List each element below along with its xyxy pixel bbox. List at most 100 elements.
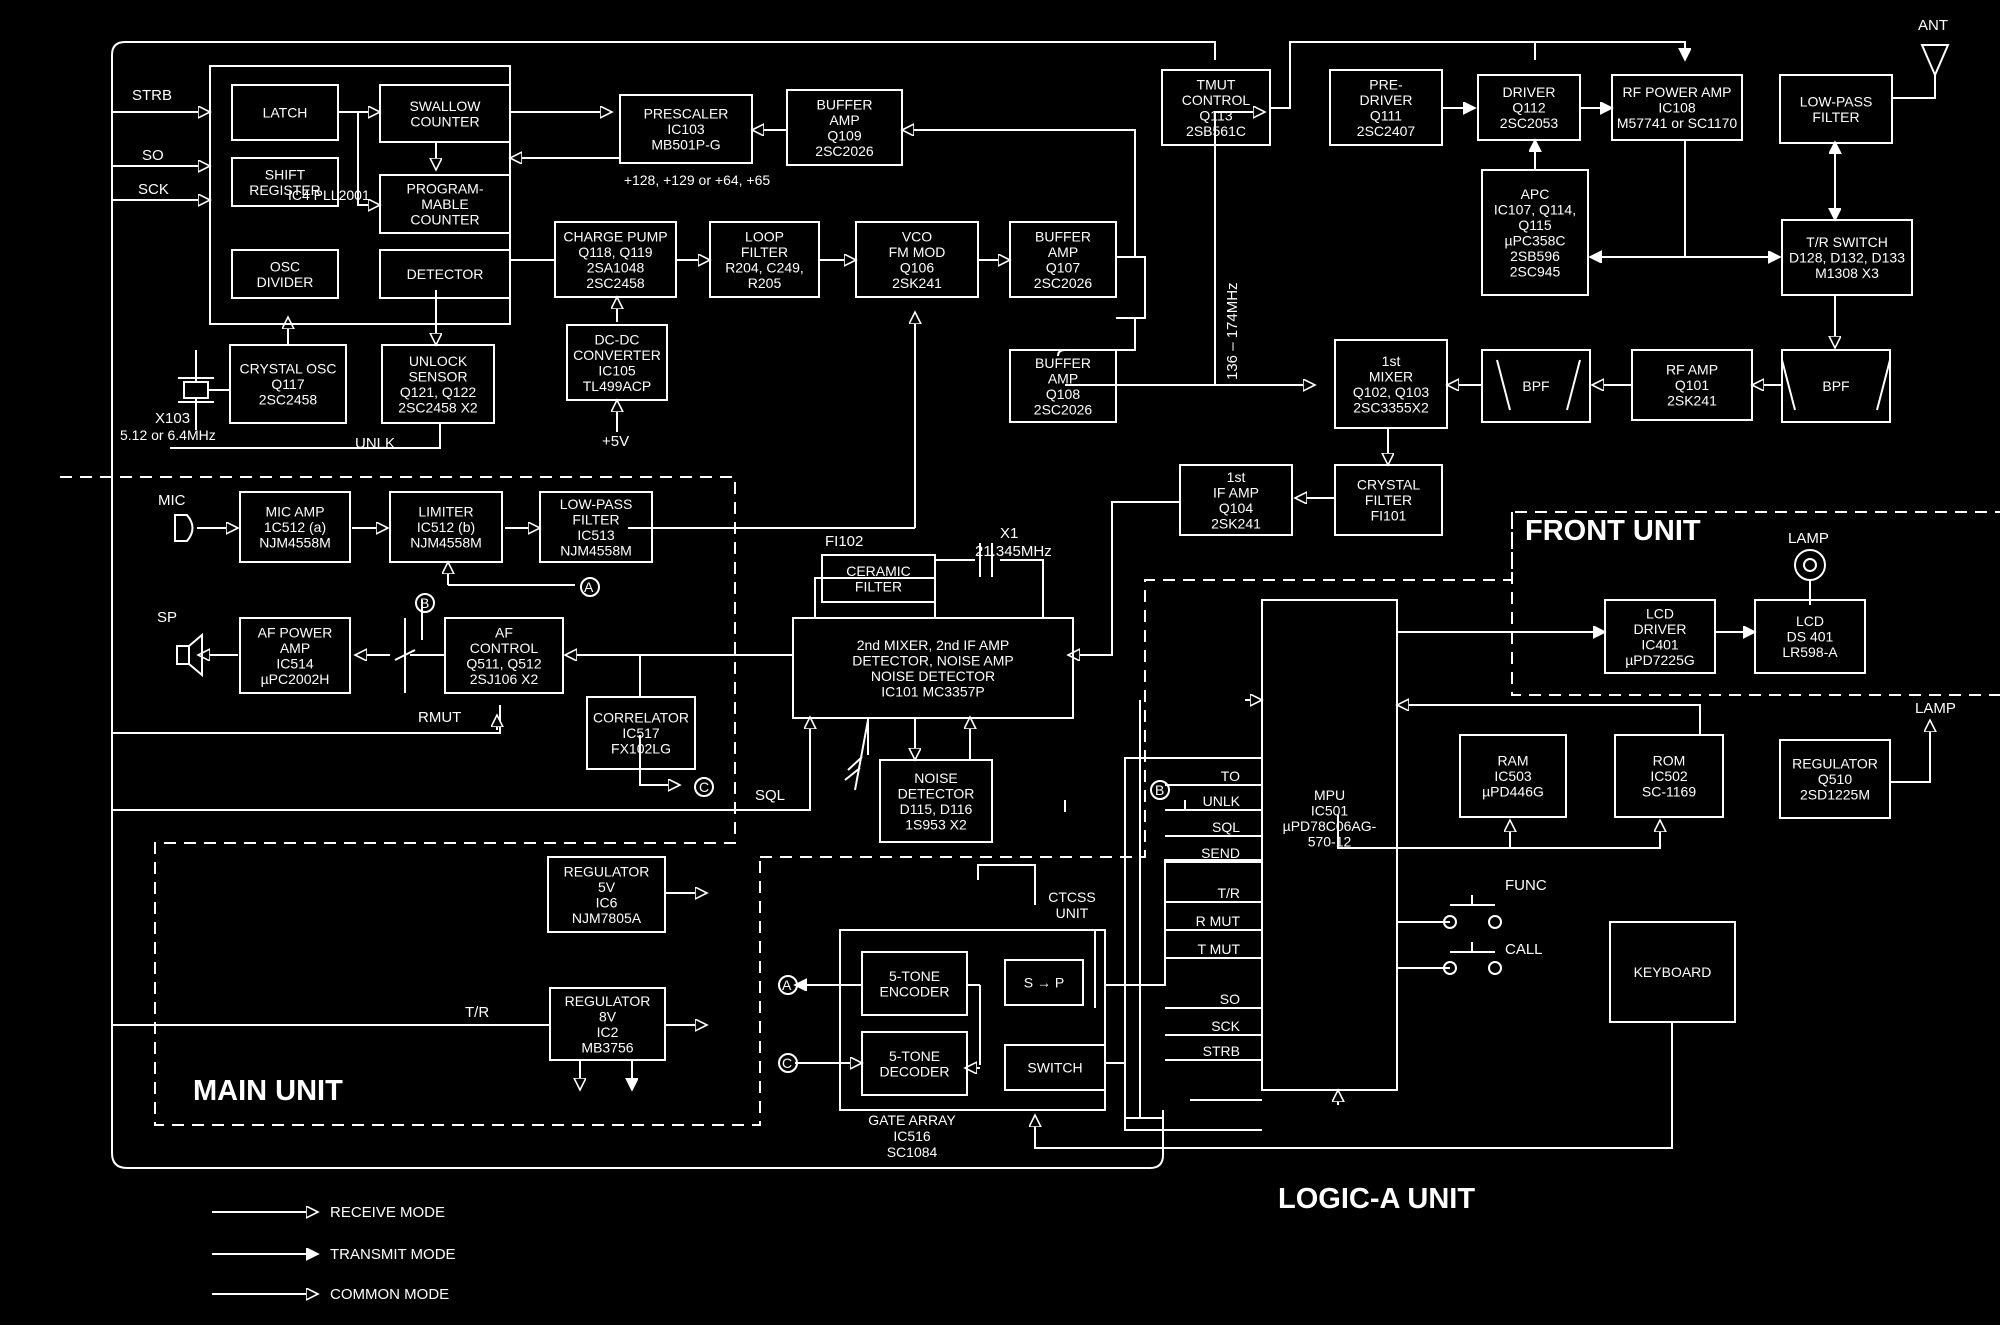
lcd-line-1: DS 401 <box>1787 629 1834 645</box>
dcdc-line-2: IC105 <box>598 362 636 378</box>
lpf-mic-line-0: LOW-PASS <box>560 496 633 512</box>
chargepump-line-2: 2SA1048 <box>587 259 645 275</box>
bpf1-block: BPF <box>1481 349 1591 423</box>
buffer108-box <box>1009 349 1117 423</box>
dcdc-line-3: TL499ACP <box>583 378 651 394</box>
dec-line-0: 5-TONE <box>889 1048 940 1064</box>
rom-line-2: SC-1169 <box>1642 784 1696 800</box>
chargepump-line-1: Q118, Q119 <box>578 244 652 260</box>
shift-line-0: SHIFT <box>265 166 306 182</box>
tmut-line-1: CONTROL <box>1182 92 1251 108</box>
gate-array-frame <box>839 929 1106 1111</box>
rom-line-1: IC502 <box>1650 768 1688 784</box>
prescaler-line-1: IC103 <box>667 121 705 137</box>
mpu-line-1: IC501 <box>1311 803 1349 819</box>
crystal-osc-line-0: CRYSTAL OSC <box>240 361 337 377</box>
ceramic-box <box>821 554 936 603</box>
switch-line-0: SWITCH <box>1027 1060 1082 1076</box>
ram-box <box>1459 734 1567 818</box>
mpu-pin-label-8: SCK <box>1211 1018 1240 1034</box>
lcddrv-line-0: LCD <box>1646 605 1674 621</box>
gate-array-line-0: GATE ARRAY <box>868 1112 956 1128</box>
latch-box <box>231 84 339 141</box>
noisedet-line-2: D115, D116 <box>900 801 973 817</box>
enc-box <box>861 951 968 1016</box>
enc-line-1: ENCODER <box>879 983 949 999</box>
buffer108-line-0: BUFFER <box>1035 355 1091 371</box>
rfpower-line-2: M57741 or SC1170 <box>1617 115 1738 131</box>
prescaler-line-2: MB501P-G <box>651 137 720 153</box>
buffer109-line-1: AMP <box>829 112 859 128</box>
freq-label: 136 – 174MHz <box>1224 282 1241 380</box>
mixer2-line-3: IC101 MC3357P <box>881 683 985 699</box>
crystal-filter-box <box>1334 464 1443 536</box>
buffer109-line-2: Q109 <box>827 127 861 143</box>
lpf-mic-line-3: NJM4558M <box>560 542 632 558</box>
mixer2-line-2: NOISE DETECTOR <box>871 668 995 684</box>
x103-freq: 5.12 or 6.4MHz <box>120 427 216 443</box>
lpf-mic-line-1: FILTER <box>572 511 619 527</box>
shift-line-1: REGISTER <box>249 182 321 198</box>
reg5-line-0: REGULATOR <box>564 863 650 879</box>
loopfilter-line-0: LOOP <box>745 228 784 244</box>
ifamp-line-3: 2SK241 <box>1211 515 1261 531</box>
connector-a2: A <box>782 977 792 993</box>
bpf1-line-0: BPF <box>1522 378 1549 394</box>
rfpower-line-1: IC108 <box>1658 100 1696 116</box>
mixer1-line-2: Q102, Q103 <box>1353 384 1429 400</box>
detector-box <box>379 249 511 299</box>
loopfilter-line-1: FILTER <box>741 244 788 260</box>
progcounter-box <box>379 174 511 234</box>
chargepump-line-3: 2SC2458 <box>586 275 645 291</box>
crystal-filter-line-2: FI101 <box>1371 508 1407 524</box>
micamp-line-0: MIC AMP <box>265 504 324 520</box>
rfamp-box <box>1631 349 1753 421</box>
dcdc-line-1: CONVERTER <box>573 347 661 363</box>
osc-div-box <box>231 249 339 299</box>
so-label: SO <box>142 147 164 164</box>
crystal-filter-line-0: CRYSTAL <box>1357 477 1420 493</box>
mixer1-box <box>1334 339 1448 429</box>
dcdc-line-0: DC-DC <box>594 331 639 347</box>
ceramic-line-1: FILTER <box>855 578 902 594</box>
ifamp-line-1: IF AMP <box>1213 484 1259 500</box>
mpu-line-0: MPU <box>1314 787 1345 803</box>
micamp-box <box>239 491 351 563</box>
reg510-line-1: Q510 <box>1818 771 1852 787</box>
lcddrv-line-3: µPD7225G <box>1625 652 1695 668</box>
rfpower-box <box>1611 74 1743 141</box>
tmut-box <box>1161 69 1271 146</box>
mpu-pin-label-9: STRB <box>1203 1043 1240 1059</box>
rom-line-0: ROM <box>1653 753 1686 769</box>
switch-block: SWITCH <box>1004 1044 1106 1091</box>
bpf2-line-0: BPF <box>1822 378 1849 394</box>
lcddrv-box <box>1604 599 1716 674</box>
progcounter-line-1: MABLE <box>421 196 468 212</box>
lamp-label: LAMP <box>1788 530 1829 547</box>
call-label: CALL <box>1505 941 1543 958</box>
mixer1-line-1: MIXER <box>1369 368 1413 384</box>
mpu-line-2: µPD78C06AG- <box>1283 818 1377 834</box>
bpf2-box <box>1781 349 1891 423</box>
apc-line-3: µPC358C <box>1505 232 1566 248</box>
loopfilter-line-3: R205 <box>748 275 782 291</box>
swallow-line-0: SWALLOW <box>409 98 481 114</box>
mixer2-line-0: 2nd MIXER, 2nd IF AMP <box>857 637 1010 653</box>
afcontrol-line-1: CONTROL <box>470 640 539 656</box>
afpower-line-1: AMP <box>280 640 310 656</box>
